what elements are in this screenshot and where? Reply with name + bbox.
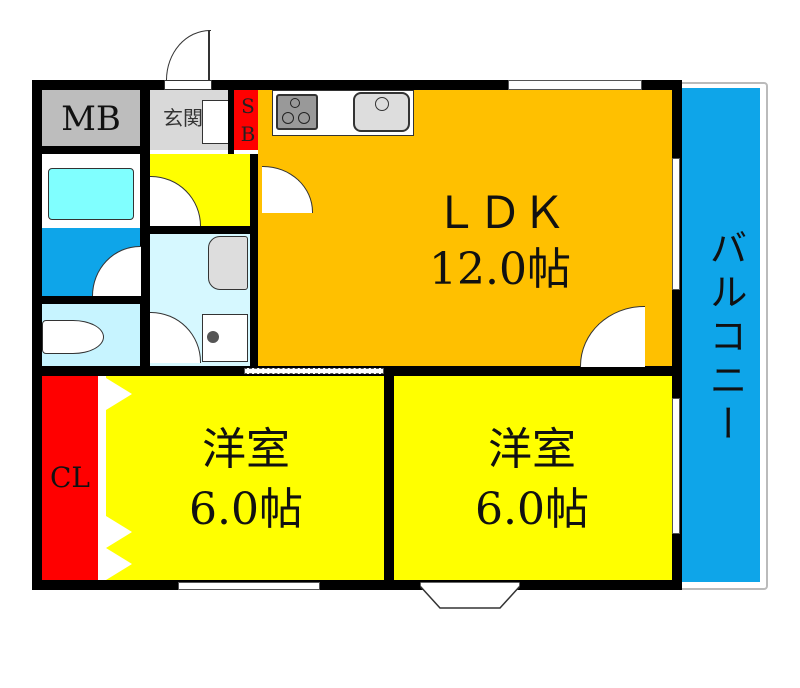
shoebox-label-b: B bbox=[240, 122, 256, 146]
bathtub-icon bbox=[48, 168, 134, 220]
wall-bedrooms bbox=[384, 366, 394, 590]
bedroom-east-window-right bbox=[672, 398, 680, 534]
bedroom-east-size: 6.0帖 bbox=[475, 484, 589, 535]
wall-outer-left bbox=[32, 80, 42, 590]
closet-door-fold bbox=[106, 548, 132, 580]
shoebox-label-s: S bbox=[241, 94, 255, 118]
entrance-label: 玄関 bbox=[163, 106, 203, 130]
bedroom-west bbox=[106, 376, 384, 580]
bedroom-west-size: 6.0帖 bbox=[189, 484, 303, 535]
balcony-label: バルコニー bbox=[703, 228, 747, 448]
sink-icon bbox=[353, 92, 410, 132]
entrance-opening bbox=[164, 80, 212, 90]
wall-wash-right bbox=[250, 154, 258, 370]
shoebox-door bbox=[202, 100, 232, 144]
bedroom-east bbox=[394, 376, 672, 580]
toilet-icon bbox=[42, 320, 104, 354]
bedroom-west-label: 洋室 bbox=[202, 424, 290, 475]
wall-mb-bottom bbox=[32, 146, 150, 154]
entrance-door-leaf bbox=[208, 30, 210, 80]
ldk-window-top bbox=[508, 80, 642, 90]
mb-room bbox=[42, 90, 140, 146]
ldk-label: ＬＤＫ bbox=[434, 188, 566, 239]
closet-label: CL bbox=[49, 461, 91, 494]
wall-mb-right bbox=[140, 80, 150, 370]
stove-icon bbox=[276, 94, 318, 130]
wall-bath-bottom bbox=[32, 296, 150, 304]
sliding-door-west bbox=[244, 368, 384, 374]
bedroom-west-window bbox=[178, 582, 320, 590]
wall-sb bbox=[228, 80, 234, 154]
ldk-size: 12.0帖 bbox=[429, 244, 571, 295]
closet-door-fold bbox=[106, 516, 132, 548]
washbasin-icon bbox=[208, 236, 248, 290]
mb-label: MB bbox=[61, 99, 121, 139]
closet bbox=[42, 376, 98, 580]
bedroom-east-label: 洋室 bbox=[488, 424, 576, 475]
bay-window bbox=[419, 581, 521, 612]
wall-wash-top bbox=[150, 226, 258, 234]
ldk-window-right bbox=[672, 158, 680, 290]
wall-outer-top bbox=[32, 80, 682, 90]
closet-door-fold bbox=[106, 378, 132, 410]
wall-outer-bottom bbox=[32, 580, 682, 590]
wall-outer-right bbox=[672, 80, 682, 590]
washer-pan-icon bbox=[202, 314, 248, 362]
balcony bbox=[682, 88, 760, 582]
closet-door-strip bbox=[98, 376, 106, 580]
entrance-door-swing bbox=[166, 30, 211, 81]
shoebox bbox=[234, 90, 262, 150]
